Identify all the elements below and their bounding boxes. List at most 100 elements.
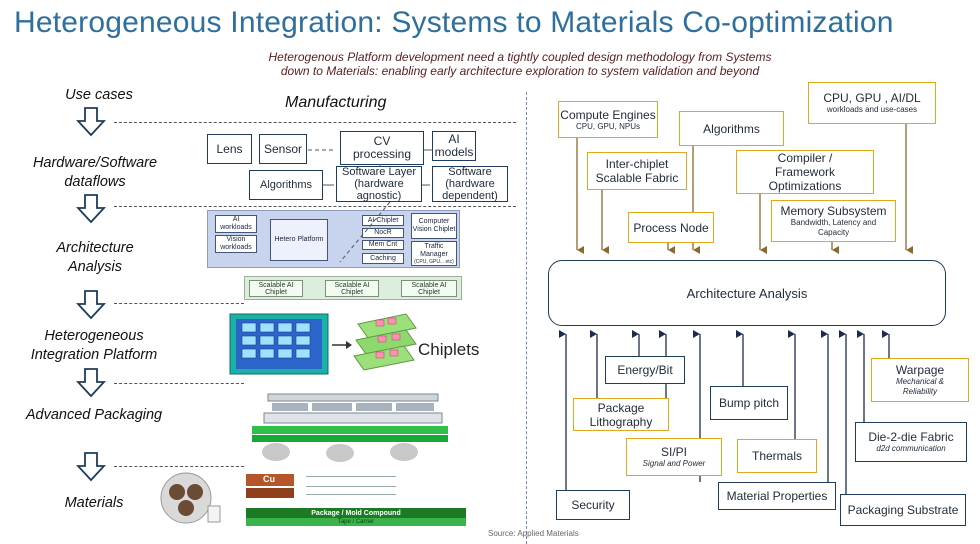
chiplets-label: Chiplets	[418, 340, 480, 359]
manufacturing-label: Manufacturing	[285, 94, 387, 111]
step-label: Materials	[64, 495, 124, 511]
down-arrow-icon	[76, 452, 106, 482]
si-pi-box: SI/PI Signal and Power	[626, 438, 722, 476]
wafer-illustration	[160, 472, 221, 524]
memory-subsystem-sub: Bandwidth, Latency and Capacity	[790, 218, 877, 237]
energy-bit-box: Energy/Bit	[605, 356, 685, 384]
down-arrow-icon	[76, 368, 106, 398]
ai-chiplet-box: AI Chiplet	[362, 215, 404, 226]
sensor-box: Sensor	[259, 134, 307, 164]
step-materials: Materials	[44, 494, 144, 513]
step-advanced-packaging: Advanced Packaging	[14, 406, 174, 425]
security-label: Security	[571, 498, 615, 512]
subtitle-line-2: down to Materials: enabling early archit…	[280, 64, 760, 78]
dashed-separator	[114, 303, 244, 304]
vision-workloads-box: Vision workloads	[215, 235, 257, 253]
step-label: dataflows	[64, 174, 126, 190]
die-2-die-fabric-box: Die-2-die Fabric d2d communication	[855, 422, 967, 462]
si-pi-label: SI/PI	[660, 445, 687, 459]
compute-engines-label: Compute Engines	[560, 107, 656, 122]
algorithms-top-box: Algorithms	[679, 111, 784, 146]
memory-subsystem-label: Memory Subsystem	[780, 204, 887, 218]
subtitle-line-1: Heterogenous Platform development need a…	[268, 50, 772, 64]
step-hw-sw-dataflows: Hardware/Software dataflows	[20, 154, 170, 192]
thermals-box: Thermals	[737, 439, 817, 473]
die-2-die-fabric-label: Die-2-die Fabric	[868, 430, 954, 444]
compute-engines-box: Compute Engines CPU, GPU, NPUs	[558, 101, 658, 138]
material-stack-illustration	[246, 474, 466, 526]
page-title: Heterogeneous Integration: Systems to Ma…	[14, 6, 894, 39]
compute-engines-sub: CPU, GPU, NPUs	[575, 121, 640, 131]
traffic-manager-label: Traffic Manager	[420, 242, 448, 258]
warpage-box: Warpage Mechanical & Reliability	[871, 358, 969, 402]
cv-chiplet-box: Computer Vision Chiplet	[411, 213, 457, 239]
process-node-label: Process Node	[633, 220, 709, 235]
subtitle: Heterogenous Platform development need a…	[250, 50, 790, 78]
cv-processing-box: CV processing	[340, 131, 424, 165]
step-label: Analysis	[68, 259, 122, 275]
packaging-substrate-box: Packaging Substrate	[840, 494, 966, 526]
traffic-manager-sub: (CPU, GPU... etc)	[414, 258, 454, 265]
compiler-framework-box: Compiler / Framework Optimizations	[736, 150, 874, 194]
dashed-separator	[114, 122, 516, 123]
source-credit: Source: Applied Materials	[488, 529, 579, 538]
step-heterogeneous-platform: Heterogeneous Integration Platform	[14, 327, 174, 365]
package-lithography-box: Package Lithography	[573, 398, 669, 431]
software-dependent-box: Software (hardware dependent)	[432, 166, 508, 202]
process-node-box: Process Node	[628, 212, 714, 243]
noc-box: NocR	[362, 228, 404, 238]
algorithms-top-label: Algorithms	[703, 121, 760, 136]
scalable-chiplet-1: Scalable AI Chiplet	[249, 280, 303, 297]
step-label: Hardware/Software	[32, 155, 158, 171]
cu-label: Cu	[263, 474, 275, 484]
step-use-cases: Use cases	[44, 86, 154, 105]
dashed-separator	[114, 206, 516, 207]
material-properties-label: Material Properties	[726, 489, 828, 503]
security-box: Security	[556, 490, 630, 520]
energy-bit-label: Energy/Bit	[617, 363, 673, 377]
warpage-label: Warpage	[895, 363, 945, 377]
chiplet-platform-illustration	[229, 313, 417, 375]
ai-models-box: AI models	[432, 131, 476, 161]
thermals-label: Thermals	[751, 449, 802, 463]
si-pi-sub: Signal and Power	[642, 459, 706, 468]
step-label: Advanced Packaging	[25, 407, 163, 423]
bump-pitch-box: Bump pitch	[710, 386, 788, 420]
advanced-packaging-illustration	[252, 393, 448, 462]
workloads-sub: workloads and use-cases	[826, 105, 918, 114]
down-arrow-icon	[76, 290, 106, 320]
traffic-manager-box: Traffic Manager (CPU, GPU... etc)	[411, 241, 457, 266]
scalable-chiplet-3: Scalable AI Chiplet	[401, 280, 457, 297]
down-arrow-icon	[76, 194, 106, 224]
step-label: Architecture	[56, 240, 134, 256]
packaging-substrate-label: Packaging Substrate	[847, 503, 959, 517]
die-2-die-fabric-sub: d2d communication	[876, 444, 946, 453]
step-label: Heterogeneous	[44, 328, 144, 344]
step-label: Integration Platform	[30, 347, 158, 363]
step-label: Use cases	[65, 87, 133, 103]
workloads-label: CPU, GPU , AI/DL	[823, 91, 921, 105]
mem-ctrl-box: Mem Cnt	[362, 240, 404, 250]
packaging-label-2: Tape / Carrier	[337, 519, 375, 525]
bump-pitch-label: Bump pitch	[718, 396, 780, 410]
dashed-separator	[114, 383, 244, 384]
compiler-framework-label: Compiler / Framework Optimizations	[768, 151, 842, 193]
lens-box: Lens	[207, 134, 252, 164]
scalable-chiplet-strip: Scalable AI Chiplet Scalable AI Chiplet …	[244, 276, 462, 300]
caching-box: Caching	[362, 253, 404, 264]
software-agnostic-box: Software Layer (hardware agnostic)	[336, 166, 422, 202]
algorithms-box: Algorithms	[249, 170, 323, 200]
scalable-chiplet-2: Scalable AI Chiplet	[325, 280, 379, 297]
material-properties-box: Material Properties	[718, 482, 836, 510]
architecture-analysis-box: Architecture Analysis	[548, 260, 946, 326]
package-lithography-label: Package Lithography	[589, 400, 653, 429]
warpage-sub: Mechanical & Reliability	[895, 377, 945, 396]
down-arrow-icon	[76, 107, 106, 137]
vertical-divider	[526, 92, 527, 544]
workloads-box: CPU, GPU , AI/DL workloads and use-cases	[808, 82, 936, 124]
memory-subsystem-box: Memory Subsystem Bandwidth, Latency and …	[771, 200, 896, 242]
architecture-panel: AI workloads Vision workloads Hetero Pla…	[207, 210, 460, 268]
step-architecture-analysis: Architecture Analysis	[30, 239, 160, 277]
ai-workloads-box: AI workloads	[215, 215, 257, 233]
hetero-platform-box: Hetero Platform	[270, 219, 328, 261]
